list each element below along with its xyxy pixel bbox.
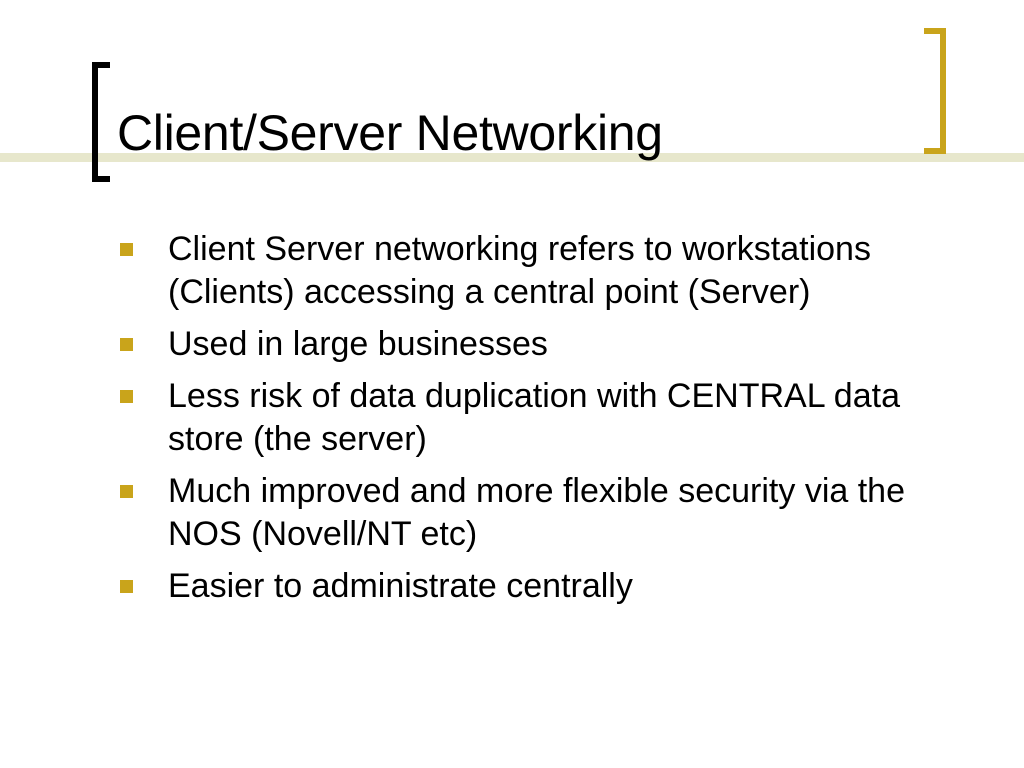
- square-bullet-icon: [120, 580, 133, 593]
- slide-title: Client/Server Networking: [117, 105, 663, 161]
- bullet-item: Easier to administrate centrally: [118, 565, 948, 608]
- square-bullet-icon: [120, 485, 133, 498]
- square-bullet-icon: [120, 243, 133, 256]
- bullet-text: Much improved and more flexible security…: [168, 472, 905, 553]
- bullet-item: Client Server networking refers to works…: [118, 228, 948, 314]
- bullet-text: Used in large businesses: [168, 325, 548, 363]
- title-divider: [0, 153, 1024, 162]
- bullet-text: Client Server networking refers to works…: [168, 230, 871, 311]
- left-bracket-decoration: [92, 62, 110, 182]
- bullet-text: Less risk of data duplication with CENTR…: [168, 377, 900, 458]
- bullet-item: Used in large businesses: [118, 323, 948, 366]
- square-bullet-icon: [120, 390, 133, 403]
- bullet-list: Client Server networking refers to works…: [118, 228, 948, 617]
- right-bracket-decoration: [924, 28, 946, 154]
- bullet-text: Easier to administrate centrally: [168, 567, 633, 605]
- square-bullet-icon: [120, 338, 133, 351]
- bullet-item: Much improved and more flexible security…: [118, 470, 948, 556]
- bullet-item: Less risk of data duplication with CENTR…: [118, 375, 948, 461]
